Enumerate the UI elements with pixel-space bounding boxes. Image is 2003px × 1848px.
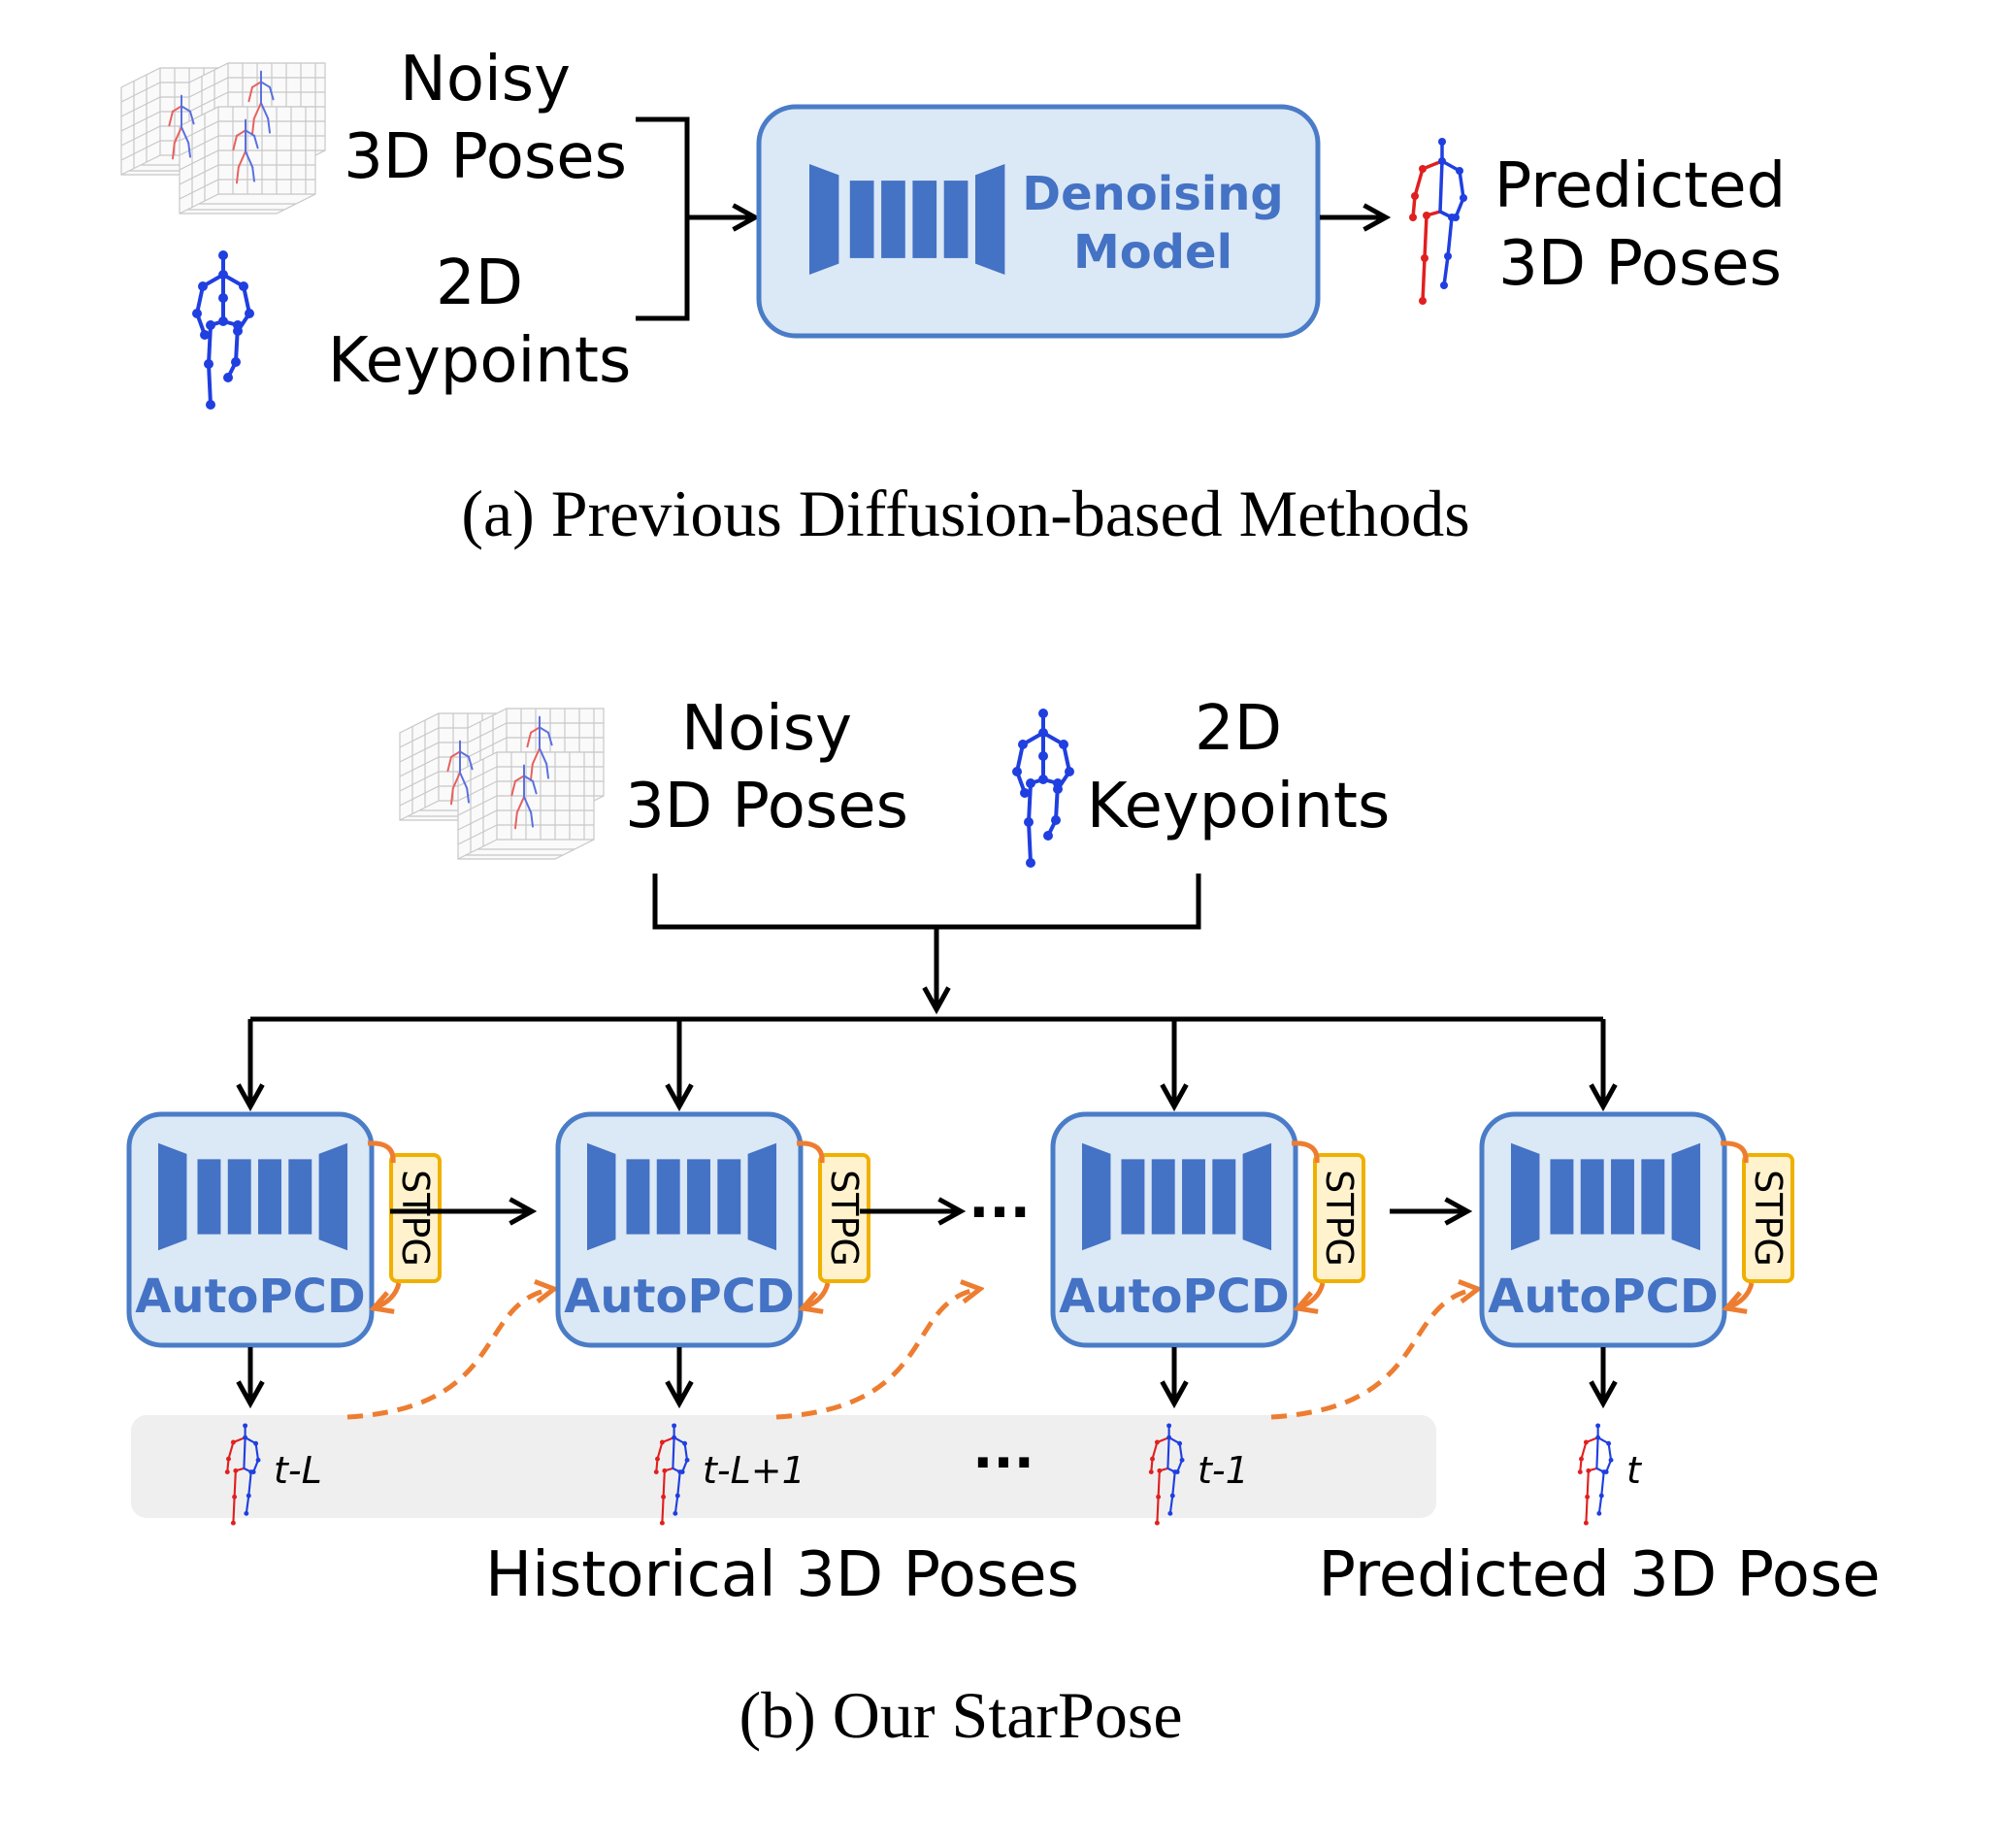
b-2d-keypoints-skeleton-icon: [1010, 707, 1076, 870]
autopcd-block-1: AutoPCD STPG t-L: [126, 1019, 554, 1527]
autopcd-label: AutoPCD: [1059, 1270, 1290, 1324]
b-ellipsis-mid: ···: [969, 1181, 1031, 1244]
b-noisy-label-line1: Noisy: [681, 693, 852, 765]
stpg-link-top: [796, 1140, 825, 1164]
a-input-bracket: [636, 116, 690, 321]
autopcd-block-3: AutoPCD STPG t-1: [1050, 1019, 1478, 1527]
2d-keypoints-skeleton-icon: [190, 248, 256, 412]
predicted-3d-pose-skeleton-icon: [1407, 136, 1469, 307]
b-noisy-3d-poses-grid-icon: [400, 709, 604, 859]
autopcd-block-2: AutoPCD STPG t-L+1: [555, 1019, 980, 1527]
stpg-link-top: [1720, 1140, 1749, 1164]
denoising-model-box: [756, 104, 1321, 339]
b-keypoints-label-line1: 2D: [1195, 693, 1282, 765]
frame-label: t-L+1: [703, 1449, 805, 1492]
b-noisy-label-line2: 3D Poses: [625, 771, 908, 842]
a-predicted-label-line2: 3D Poses: [1498, 228, 1782, 300]
stpg-feedback-arrow: [1726, 1282, 1755, 1308]
stpg-link-top: [1291, 1140, 1320, 1164]
b-keypoints-label-line2: Keypoints: [1087, 771, 1391, 842]
stpg-tag: [1313, 1153, 1365, 1283]
a-predicted-label-line1: Predicted: [1494, 150, 1786, 222]
stpg-feedback-arrow: [374, 1282, 402, 1308]
historical-poses-band: [131, 1415, 1436, 1518]
a-keypoints-label-line1: 2D: [436, 248, 523, 319]
stpg-link-top: [367, 1140, 396, 1164]
a-noisy-label-line2: 3D Poses: [344, 121, 627, 193]
predicted-3d-pose-label: Predicted 3D Pose: [1318, 1539, 1880, 1611]
panel-a: Noisy 3D Poses 2D Keypoints Denoising Mo…: [121, 44, 1786, 550]
noisy-3d-poses-grid-icon: [121, 63, 325, 214]
history-feed-arrow: [1270, 1289, 1478, 1420]
autopcd-block-4: AutoPCD STPG t: [1479, 1019, 1794, 1527]
stpg-feedback-arrow: [1297, 1282, 1326, 1308]
a-model-label-line2: Model: [1073, 225, 1232, 280]
stpg-label: STPG: [1318, 1170, 1361, 1267]
a-model-label-line1: Denoising: [1022, 167, 1284, 221]
stpg-label: STPG: [1747, 1170, 1790, 1267]
autopcd-label: AutoPCD: [135, 1270, 366, 1324]
stpg-tag: [1742, 1153, 1794, 1283]
panel-b: Noisy 3D Poses 2D Keypoints AutoPCD STPG t…: [126, 693, 1881, 1752]
history-feed-arrow: [775, 1289, 980, 1420]
stpg-tag: [389, 1153, 442, 1283]
history-feed-arrow: [346, 1289, 554, 1420]
stpg-tag: [818, 1153, 870, 1283]
pose-skeleton-icon: [1576, 1422, 1615, 1527]
frame-label: t-1: [1198, 1449, 1249, 1492]
stpg-label: STPG: [823, 1170, 866, 1267]
a-keypoints-label-line2: Keypoints: [328, 325, 632, 397]
b-merge-connector: [652, 874, 1201, 930]
historical-3d-poses-label: Historical 3D Poses: [485, 1539, 1079, 1611]
autopcd-label: AutoPCD: [1488, 1270, 1719, 1324]
frame-label: t: [1626, 1449, 1643, 1492]
a-noisy-label-line1: Noisy: [400, 44, 571, 116]
autopcd-label: AutoPCD: [564, 1270, 795, 1324]
b-ellipsis-hist: ···: [972, 1432, 1034, 1495]
frame-label: t-L: [274, 1449, 322, 1492]
b-caption: (b) Our StarPose: [739, 1678, 1182, 1752]
stpg-feedback-arrow: [803, 1282, 831, 1308]
stpg-label: STPG: [394, 1170, 437, 1267]
a-caption: (a) Previous Diffusion-based Methods: [461, 477, 1469, 550]
